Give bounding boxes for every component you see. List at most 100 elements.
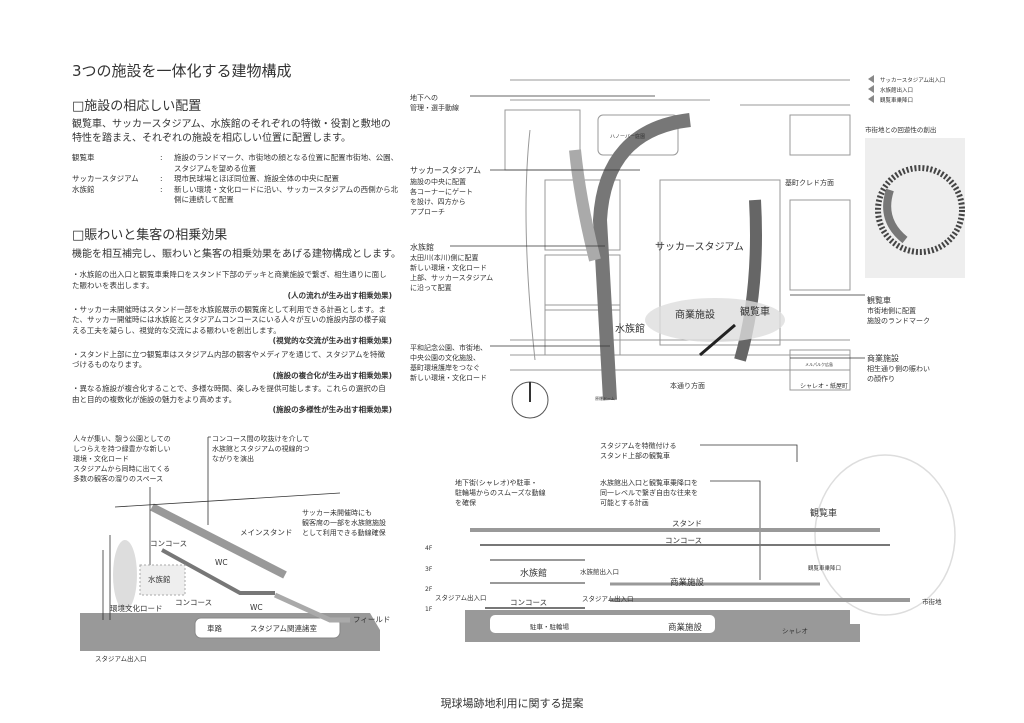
culture-road-arrow <box>592 113 691 401</box>
map-label-dome: 原爆ドーム <box>595 395 615 401</box>
note: 観客席の一部を水族館施設 <box>302 518 386 527</box>
sep: : <box>160 184 163 194</box>
bullet-tag: (施設の複合化が生み出す相乗効果) <box>272 370 392 380</box>
desc: 施設のランドマーク、市街地の顔となる位置に配置市街地、公園、スタジアムを望める位… <box>174 153 399 173</box>
label-ferris: 観覧車 <box>810 507 837 519</box>
label-wc: WC <box>215 558 228 567</box>
bullet-tag: (視覚的な交流が生み出す相乗効果) <box>272 336 392 345</box>
label-field: フィールド <box>353 615 390 624</box>
callout: 水族館 <box>410 242 434 252</box>
map-label-stadium: サッカースタジアム <box>655 241 744 253</box>
label-concourse-upper: コンコース <box>150 539 187 548</box>
section-diagram-right: スタジアムを特徴付ける スタンド上部の観覧車 地下街(シャレオ)や駐車・ 駐輪場… <box>425 441 956 642</box>
label-ferris-gate: 観覧車乗降口 <box>808 564 841 572</box>
section-diagram-left: 人々が集い、憩う公園としての しつらえを持つ緑豊かな新しい 環境・文化ロード ス… <box>73 434 390 663</box>
label-city: 市街地 <box>922 597 942 606</box>
bullet-item: ・異なる施設が複合化することで、多様な時間、楽しみを提供可能します。これらの選択… <box>72 384 392 416</box>
sep: : <box>160 153 163 162</box>
note: スタジアムから同時に出てくる <box>73 464 170 473</box>
note: 同一レベルで繋ぎ自由な往来を <box>600 488 698 497</box>
label-aquarium: 水族館 <box>148 574 171 584</box>
inset-map <box>865 138 965 278</box>
desc: 新しい環境・文化ロードに沿い、サッカースタジアムの西側から北側に連続して配置 <box>174 184 399 205</box>
term: サッカースタジアム <box>72 174 139 183</box>
map-label-commercial: 商業施設 <box>675 308 715 321</box>
callout: 管理・選手動線 <box>410 103 459 112</box>
bullet-text: ・スタンド上部に立つ観覧車はスタジアム内部の観客やメディアを通じて、スタジアムを… <box>72 349 386 370</box>
note: 多数の観客の溜りのスペース <box>73 474 163 483</box>
callout: 上部、サッカースタジアム <box>410 273 493 282</box>
tree <box>113 540 137 610</box>
inset-title: 市街地との回遊性の創出 <box>865 125 936 134</box>
label-concourse: コンコース <box>665 536 702 545</box>
map-label-hondori: 本通り方面 <box>670 381 705 390</box>
bullet-tag: (人の流れが生み出す相乗効果) <box>287 291 392 300</box>
entrance-triangle-icon <box>868 75 874 103</box>
page-title: 3つの施設を一体化する建物構成 <box>72 62 292 80</box>
callout: 新しい環境・文化ロード <box>410 373 487 382</box>
callout: サッカースタジアム <box>410 166 481 175</box>
lower-stand <box>273 592 350 623</box>
callout: アプローチ <box>410 208 445 216</box>
ferris-stand <box>734 199 762 362</box>
floor-2f: 2F <box>425 586 433 593</box>
map-streets <box>504 79 851 391</box>
section1-heading: □施設の相応しい配置 <box>72 99 202 114</box>
map-callouts-left: 地下への 管理・選手動線 サッカースタジアム 施設の中央に配置 各コーナーにゲー… <box>410 93 493 382</box>
callout: 平和記念公園、市街地、 <box>410 343 487 352</box>
floor-1f: 1F <box>425 606 433 613</box>
facility-definitions: 観覧車: 施設のランドマーク、市街地の顔となる位置に配置市街地、公園、スタジアムを… <box>72 153 402 206</box>
legend-aquarium-entrance: 水族館出入口 <box>880 86 913 94</box>
callout: 観覧車 <box>867 295 891 305</box>
note: スタンド上部の観覧車 <box>600 451 670 460</box>
note: サッカー未開催時にも <box>302 508 372 517</box>
label-shareo: シャレオ <box>782 627 808 635</box>
label-stadium-entrance: スタジアム出入口 <box>582 594 634 603</box>
aquarium-arrow <box>569 149 601 262</box>
label-concourse-1f: コンコース <box>510 598 547 607</box>
map-label-melparque: メルパルク広島 <box>805 361 833 367</box>
map-label-garden: ハノーバー庭園 <box>610 133 645 140</box>
note: 水族館とスタジアムの視線的つ <box>212 444 310 453</box>
bullet-item: ・スタンド上部に立つ観覧車はスタジアム内部の観客やメディアを通じて、スタジアムを… <box>72 350 392 382</box>
sep: : <box>160 174 163 183</box>
note: として利用できる動線確保 <box>302 528 386 537</box>
callout: 施設の中央に配置 <box>410 177 466 186</box>
aquarium-block <box>139 564 186 596</box>
section2-intro: 機能を相互補完し、賑わいと集客の相乗効果をあげる建物構成とします。 <box>72 249 401 260</box>
callout: の顔作り <box>867 374 895 383</box>
note-leader-lines <box>700 444 798 580</box>
note: 水族館出入口と観覧車乗降口を <box>600 478 698 487</box>
main-stand <box>150 503 287 579</box>
map-legend: サッカースタジアム出入口 水族館出入口 観覧車乗降口 <box>868 75 945 104</box>
note-leader-lines <box>149 436 211 575</box>
note: コンコース間の吹抜けを介して <box>212 434 309 443</box>
callout: に沿って配置 <box>410 283 452 292</box>
underground-rooms <box>194 617 341 639</box>
bullet-text: ・水族館の出入口と観覧車乗降口をスタンド下部のデッキと商業施設で繋ぎ、相生通りに… <box>72 270 387 290</box>
note: 人々が集い、憩う公園としての <box>73 434 171 443</box>
callout-leader-lines <box>450 95 865 359</box>
label-aquarium-entrance: 水族館出入口 <box>580 567 619 576</box>
roof-line <box>114 492 341 508</box>
concourse-ramp <box>161 548 275 595</box>
bullet-list: ・水族館の出入口と観覧車乗降口をスタンド下部のデッキと商業施設で繋ぎ、相生通りに… <box>72 270 392 416</box>
map-label-shareo: シャレオ・紙屋町 <box>800 382 848 390</box>
parking-block <box>490 615 715 633</box>
bullet-text: ・異なる施設が複合化することで、多様な時間、楽しみを提供可能します。これらの選択… <box>72 384 386 404</box>
ferris-wheel-outline <box>814 454 956 616</box>
callout: 各コーナーにゲート <box>410 187 473 196</box>
label-stadium-rooms: スタジアム関連諸室 <box>250 623 317 633</box>
label-aquarium: 水族館 <box>520 567 547 579</box>
section1-intro: 観覧車、サッカースタジアム、水族館のそれぞれの特徴・役割と敷地の特性を踏まえ、そ… <box>72 119 391 144</box>
bullet-tag: (施設の多様性が生み出す相乗効果) <box>272 405 392 414</box>
commercial-zone <box>645 298 785 342</box>
label-culture-road: 環境文化ロード <box>110 603 163 613</box>
note: 環境・文化ロード <box>73 454 129 463</box>
term: 観覧車 <box>72 153 95 162</box>
callout: 地下への <box>410 93 438 102</box>
floor-3f: 3F <box>425 566 433 573</box>
label-car-road: 車路 <box>207 623 222 633</box>
callout: 中央公園の文化施設、 <box>410 353 480 362</box>
floor-labels: 4F 3F 2F 1F <box>425 545 433 613</box>
